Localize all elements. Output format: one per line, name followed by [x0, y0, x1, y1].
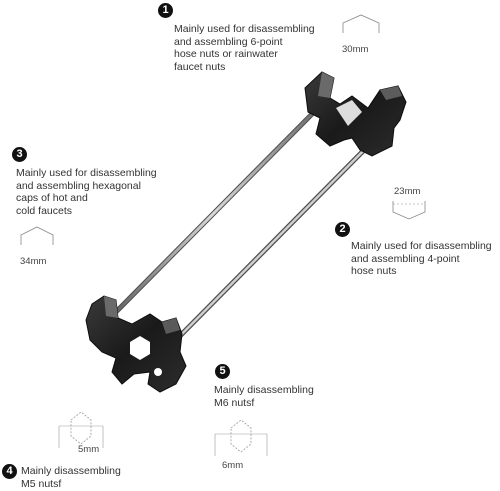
step-number-badge: 3	[12, 147, 27, 162]
square-nut-outline-icon	[392, 201, 426, 220]
size-label: 5mm	[78, 444, 100, 455]
size-label: 6mm	[222, 460, 244, 471]
callout-description: Mainly used for disassembling and assemb…	[16, 167, 157, 217]
lower-wrench-head	[85, 295, 187, 393]
hexagon-outline-icon	[342, 14, 380, 33]
size-label: 34mm	[20, 256, 47, 267]
callout-description: Mainly used for disassembling and assemb…	[351, 240, 492, 277]
callout-description: Mainly used for disassembling and assemb…	[174, 23, 315, 73]
size-5mm-marker: 5mm	[58, 408, 108, 460]
step-number-badge: 5	[215, 364, 230, 379]
size-34mm-marker: 34mm	[20, 226, 60, 267]
step-number-badge: 2	[335, 222, 350, 237]
step-number-badge: 1	[158, 3, 173, 18]
upper-wrench-head	[304, 71, 407, 157]
hex-nut-gauge-icon	[58, 411, 104, 448]
callout-description: Mainly disassembling M5 nutsf	[21, 465, 121, 490]
hexagon-outline-icon	[20, 226, 54, 245]
size-6mm-marker: 6mm	[214, 416, 270, 476]
size-label: 30mm	[342, 44, 369, 55]
size-23mm-marker: 23mm	[392, 186, 432, 222]
size-label: 23mm	[394, 186, 421, 197]
size-30mm-marker: 30mm	[340, 14, 380, 58]
step-number-badge: 4	[2, 464, 17, 479]
hex-nut-gauge-icon	[214, 419, 268, 456]
callout-description: Mainly disassembling M6 nutsf	[214, 384, 314, 409]
connecting-rods	[106, 106, 380, 348]
